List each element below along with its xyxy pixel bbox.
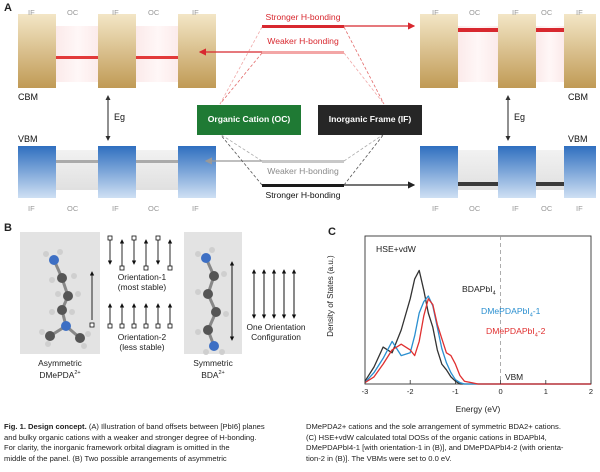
organic-cation-box — [197, 105, 301, 135]
method-label: HSE+vdW — [376, 244, 416, 254]
stronger-hbond-line-top — [262, 25, 344, 28]
left-col-label-1: IF — [28, 8, 35, 17]
right-oc-homo-2 — [536, 182, 564, 186]
dos-chart: -3 -2 -1 0 1 2 — [362, 235, 593, 396]
left-if-cb-1 — [18, 14, 56, 88]
left-if-cb-2 — [98, 14, 136, 88]
right-col-label-3: IF — [512, 8, 519, 17]
left-bottom-col-label-5: IF — [192, 204, 199, 213]
right-vbm-label: VBM — [568, 134, 588, 144]
panel-b-letter: B — [4, 222, 12, 234]
weaker-hbond-line-top — [262, 51, 344, 54]
x-tick-label: -2 — [407, 387, 414, 396]
stronger-hbond-bottom-label: Stronger H-bonding — [265, 190, 341, 200]
caption-left: Fig. 1. Design concept. (A) Illustration… — [4, 422, 265, 463]
right-col-label-1: IF — [432, 8, 439, 17]
right-oc-lumo-2 — [536, 28, 564, 32]
left-if-vb-3 — [178, 146, 216, 198]
left-if-vb-1 — [18, 146, 56, 198]
organic-cation-label: Organic Cation (OC) — [207, 114, 291, 124]
series-label-dmepda-1: DMePDAPbI4-1 — [481, 306, 541, 319]
left-bottom-gap-1 — [56, 150, 100, 190]
asymmetric-dmepda-label: Asymmetric DMePDA2+ — [38, 358, 82, 380]
left-oc-homo-1 — [56, 160, 98, 163]
chart-frame — [364, 235, 592, 385]
right-bottom-col-label-1: IF — [432, 204, 439, 213]
x-tick-label: 1 — [544, 387, 548, 396]
left-bottom-col-label-2: OC — [67, 204, 79, 213]
right-bottom-col-label-4: OC — [541, 204, 553, 213]
right-oc-homo-1 — [458, 182, 498, 186]
left-top-gap-2 — [136, 26, 180, 82]
right-if-vb-1 — [420, 146, 458, 198]
x-axis-label: Energy (eV) — [455, 404, 501, 414]
panel-b-diagram — [20, 232, 297, 355]
right-col-label-2: OC — [469, 8, 481, 17]
inorganic-frame-box — [318, 105, 422, 135]
weaker-hbond-line-bottom — [262, 160, 344, 163]
left-bottom-col-label-1: IF — [28, 204, 35, 213]
orientation-2-arrows — [107, 303, 173, 329]
x-tick-label: 0 — [499, 387, 503, 396]
left-bottom-col-label-4: OC — [148, 204, 160, 213]
series-line-2 — [364, 295, 591, 385]
right-eg-label: Eg — [514, 112, 526, 122]
left-col-label-3: IF — [112, 8, 119, 17]
x-tick-label: 2 — [589, 387, 593, 396]
symmetric-bda-label: Symmetric BDA2+ — [193, 358, 233, 380]
right-if-vb-3 — [564, 146, 596, 198]
orientation-1-label: Orientation-1(most stable) — [117, 272, 167, 292]
dmepda-molecule — [39, 249, 91, 349]
left-if-cb-3 — [178, 14, 216, 88]
vbm-label: VBM — [505, 372, 524, 382]
inorganic-frame-label: Inorganic Frame (IF) — [328, 114, 412, 124]
right-if-cb-2 — [498, 14, 536, 88]
stronger-hbond-top-label: Stronger H-bonding — [265, 12, 341, 22]
x-ticks: -3 -2 -1 0 1 2 — [362, 380, 593, 396]
panel-a-diagram — [18, 14, 596, 198]
left-if-vb-2 — [98, 146, 136, 198]
left-bottom-gap-2 — [136, 150, 180, 190]
orientation-1-arrows — [107, 235, 173, 271]
left-oc-homo-2 — [136, 160, 178, 163]
series-label-bdapbi4: BDAPbI4 — [462, 284, 496, 297]
right-bottom-col-label-3: IF — [512, 204, 519, 213]
right-col-label-5: IF — [576, 8, 583, 17]
panel-c-letter: C — [328, 226, 336, 238]
right-bottom-col-label-2: OC — [469, 204, 481, 213]
right-bottom-col-label-5: IF — [576, 204, 583, 213]
left-oc-lumo-2 — [136, 56, 178, 59]
left-eg-label: Eg — [114, 112, 126, 122]
left-col-label-2: OC — [67, 8, 79, 17]
right-if-cb-1 — [420, 14, 458, 88]
left-cbm-label: CBM — [18, 92, 38, 102]
weaker-hbond-bottom-label: Weaker H-bonding — [267, 166, 339, 176]
right-oc-lumo-1 — [458, 28, 498, 32]
series-line-3 — [364, 298, 591, 385]
panel-a-letter: A — [4, 2, 12, 14]
right-cbm-label: CBM — [568, 92, 588, 102]
right-col-label-4: OC — [541, 8, 553, 17]
caption-right: DMePDA2+ cations and the sole arrangemen… — [306, 422, 564, 463]
series-label-dmepda-2: DMePDAPbI4-2 — [486, 326, 546, 339]
x-tick-label: -3 — [362, 387, 369, 396]
left-top-gap-1 — [56, 26, 100, 82]
right-if-cb-3 — [564, 14, 596, 88]
left-col-label-4: OC — [148, 8, 160, 17]
left-col-label-5: IF — [192, 8, 199, 17]
weaker-hbond-top-label: Weaker H-bonding — [267, 36, 339, 46]
bda-molecule — [195, 247, 229, 355]
one-orientation-arrows — [251, 269, 297, 319]
left-bottom-col-label-3: IF — [112, 204, 119, 213]
y-axis-label: Density of States (a.u.) — [326, 255, 335, 337]
left-vbm-label: VBM — [18, 134, 38, 144]
left-oc-lumo-1 — [56, 56, 98, 59]
right-if-vb-2 — [498, 146, 536, 198]
stronger-hbond-line-bottom — [262, 184, 344, 187]
x-tick-label: -1 — [452, 387, 459, 396]
orientation-2-label: Orientation-2(less stable) — [117, 332, 167, 352]
series-layer — [364, 269, 591, 385]
